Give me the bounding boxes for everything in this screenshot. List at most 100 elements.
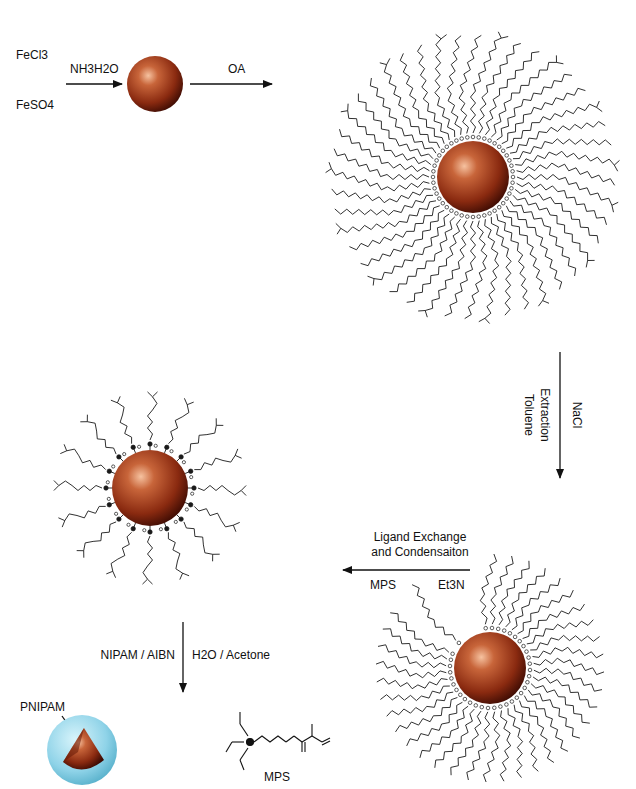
atom-dot xyxy=(493,142,497,146)
ligand-chain xyxy=(377,678,448,689)
ligand-chain xyxy=(497,214,529,309)
atom-dot xyxy=(432,181,436,185)
atom-dot xyxy=(449,658,453,662)
atom-dot xyxy=(448,671,452,675)
reagent-label: FeCl3 xyxy=(16,48,48,63)
atom-dot xyxy=(433,187,437,191)
atom-dot xyxy=(510,187,514,191)
atom-dot xyxy=(525,650,529,654)
atom-dot xyxy=(483,214,487,218)
atom-dot xyxy=(511,170,515,174)
atom-dot xyxy=(179,517,183,521)
atom-dot xyxy=(441,149,445,153)
atom-dot xyxy=(497,205,501,209)
ligand-chain xyxy=(597,101,600,107)
ligand-chain xyxy=(329,162,331,169)
ligand-chain xyxy=(168,417,182,444)
ligand-chain xyxy=(500,711,511,782)
ligand-chain xyxy=(83,551,84,558)
atom-dot xyxy=(486,706,490,710)
ligand-chain xyxy=(530,635,599,650)
ligand-chain xyxy=(332,189,431,203)
atom-dot xyxy=(488,212,492,216)
atom-dot xyxy=(448,664,452,668)
ligand-chain xyxy=(87,415,96,431)
atom-dot xyxy=(432,170,436,174)
atom-dot xyxy=(459,693,463,697)
ligand-chain xyxy=(612,205,614,212)
ligand-chain xyxy=(533,647,604,658)
atom-dot xyxy=(493,209,497,213)
ligand-chain xyxy=(106,559,118,574)
ligand-chain xyxy=(485,318,490,323)
ligand-chain xyxy=(614,165,617,171)
atom-dot xyxy=(471,135,475,139)
atom-dot xyxy=(154,444,157,447)
atom-dot xyxy=(460,137,464,141)
ligand-chain xyxy=(111,400,118,403)
ligand-chain xyxy=(80,421,87,422)
ligand-chain xyxy=(97,431,117,454)
ligand-chain xyxy=(241,486,246,491)
ligand-chain xyxy=(512,578,560,630)
ligand-chain xyxy=(77,541,93,550)
ligand-chain xyxy=(510,122,605,154)
atom-dot xyxy=(115,512,118,515)
atom-dot xyxy=(502,629,506,633)
reagent-label: Et3N xyxy=(438,578,465,593)
atom-dot xyxy=(138,445,141,448)
ligand-chain xyxy=(58,514,77,521)
atom-dot xyxy=(466,136,470,140)
atom-dot xyxy=(165,527,169,531)
ligand-chain xyxy=(183,573,190,576)
atom-dot xyxy=(474,704,478,708)
atom-dot xyxy=(484,626,488,630)
ligand-chain xyxy=(148,536,153,566)
atom-dot xyxy=(185,508,188,511)
ligand-chain xyxy=(527,620,594,644)
atom-dot xyxy=(112,465,115,468)
ligand-chain xyxy=(528,690,580,738)
atom-dot xyxy=(483,137,487,141)
atom-dot xyxy=(523,686,527,690)
ligand-chain xyxy=(64,444,79,456)
ligand-chain xyxy=(153,392,158,410)
atom-dot xyxy=(117,517,121,521)
atom-dot xyxy=(189,469,193,473)
ligand-chain xyxy=(184,398,187,404)
atom-dot xyxy=(445,205,449,209)
ligand-chain xyxy=(337,228,341,234)
atom-dot xyxy=(131,445,135,449)
ligand-chain xyxy=(588,260,595,261)
ligand-chain xyxy=(207,425,223,434)
ligand-chain xyxy=(445,221,476,316)
atom-dot xyxy=(107,469,111,473)
reagent-label: FeSO4 xyxy=(16,98,54,113)
ligand-chain xyxy=(334,149,429,180)
atom-dot xyxy=(104,486,108,490)
atom-dot xyxy=(511,175,515,179)
ligand-chain xyxy=(221,520,236,532)
ligand-chain xyxy=(194,506,221,520)
ligand-chain xyxy=(498,32,501,38)
atom-dot xyxy=(165,445,169,449)
atom-dot xyxy=(496,627,500,631)
ligand-chain xyxy=(412,585,456,641)
atom-dot xyxy=(490,626,494,630)
atom-dot xyxy=(450,677,454,681)
atom-dot xyxy=(505,197,509,201)
ligand-chain xyxy=(168,532,180,561)
atom-dot xyxy=(189,503,193,507)
ligand-chain xyxy=(515,151,614,165)
ligand-chain xyxy=(380,686,449,701)
ligand-chain xyxy=(198,486,228,491)
ligand-chain xyxy=(586,261,587,268)
atom-dot xyxy=(528,662,532,666)
atom-dot xyxy=(522,644,526,648)
condition-label: Toluene xyxy=(521,394,536,436)
ligand-chain xyxy=(459,35,481,133)
atom-dot xyxy=(497,145,501,149)
ligand-chain xyxy=(120,415,132,444)
atom-dot xyxy=(519,691,523,695)
atom-dot xyxy=(431,175,435,179)
